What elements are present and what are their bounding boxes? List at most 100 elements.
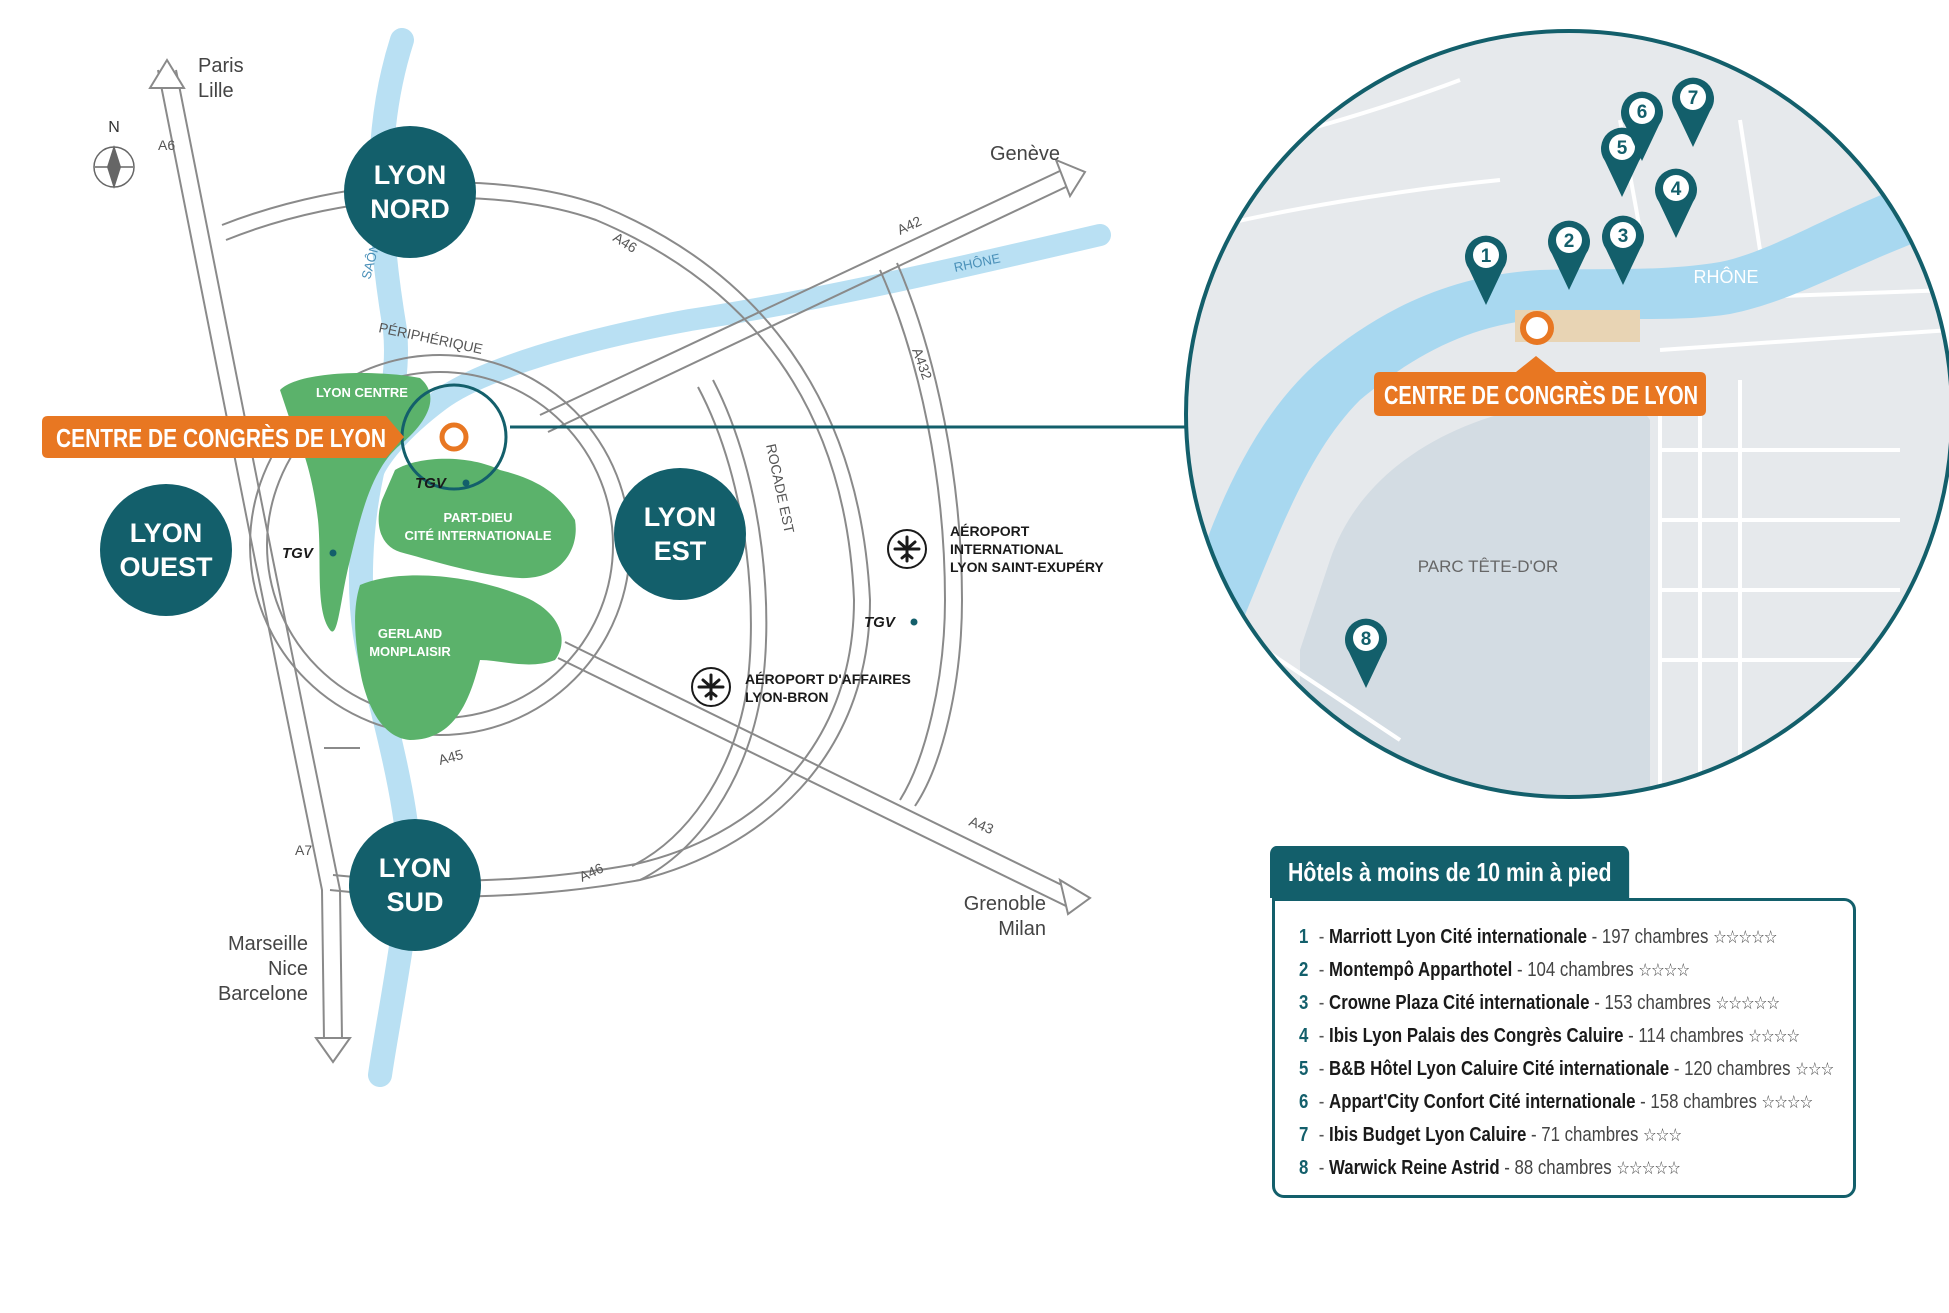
tgv-logos: TGV TGV TGV <box>282 475 918 631</box>
lille-label: Lille <box>198 80 234 102</box>
svg-text:AÉROPORT: AÉROPORT <box>950 523 1030 539</box>
hotel-separator: - <box>1314 992 1330 1014</box>
hotels-list: 1 - Marriott Lyon Cité internationale - … <box>1272 898 1856 1198</box>
hotel-rooms: - 158 chambres <box>1640 1091 1757 1113</box>
svg-text:LYON: LYON <box>644 502 717 532</box>
hotel-number: 3 <box>1299 992 1309 1014</box>
hotel-stars: ☆☆☆☆☆ <box>1713 927 1777 947</box>
gerland-zone <box>355 575 562 740</box>
hotel-pin-5[interactable]: 5 <box>1601 127 1643 197</box>
road-a6: A6 <box>158 137 175 153</box>
svg-text:2: 2 <box>1564 231 1575 252</box>
part-dieu-label-1: PART-DIEU <box>443 510 512 525</box>
gerland-label-2: MONPLAISIR <box>369 644 451 659</box>
svg-text:1: 1 <box>1481 246 1492 267</box>
hotel-name: Marriott Lyon Cité internationale <box>1329 926 1587 948</box>
district-lyon-sud: LYON SUD <box>349 819 481 951</box>
hotel-pin-1[interactable]: 1 <box>1465 235 1507 305</box>
hotel-separator: - <box>1314 1091 1330 1113</box>
district-lyon-ouest: LYON OUEST <box>100 484 232 616</box>
road-a42: A42 <box>895 213 925 238</box>
hotel-pin-3[interactable]: 3 <box>1602 215 1644 285</box>
paris-label: Paris <box>198 55 244 77</box>
svg-text:LYON-BRON: LYON-BRON <box>745 689 829 705</box>
hotel-rooms: - 104 chambres <box>1516 959 1634 981</box>
zoom-rhone-label: RHÔNE <box>1693 266 1758 287</box>
hotels-title: Hôtels à moins de 10 min à pied <box>1270 846 1630 898</box>
hotel-number: 5 <box>1299 1058 1309 1080</box>
svg-text:TGV: TGV <box>415 475 448 492</box>
grenoble-label: Grenoble <box>964 893 1046 915</box>
road-a46-south: A46 <box>577 860 607 885</box>
hotel-list-item: 8 - Warwick Reine Astrid - 88 chambres ☆… <box>1299 1152 1853 1185</box>
hotel-number: 4 <box>1299 1025 1309 1047</box>
hotel-list-item: 6 - Appart'City Confort Cité internation… <box>1299 1086 1853 1119</box>
hotel-rooms: - 71 chambres <box>1530 1124 1639 1146</box>
hotel-list-item: 1 - Marriott Lyon Cité internationale - … <box>1299 921 1853 954</box>
hotel-rooms: - 153 chambres <box>1594 992 1711 1014</box>
road-a46-north: A46 <box>610 229 640 256</box>
svg-text:LYON: LYON <box>374 160 447 190</box>
road-a45: A45 <box>437 746 465 768</box>
svg-text:LYON: LYON <box>130 518 203 548</box>
svg-text:LYON SAINT-EXUPÉRY: LYON SAINT-EXUPÉRY <box>950 559 1104 575</box>
hotel-name: Ibis Lyon Palais des Congrès Caluire <box>1329 1025 1624 1047</box>
hotel-name: B&B Hôtel Lyon Caluire Cité internationa… <box>1329 1058 1670 1080</box>
hotel-list-item: 2 - Montempô Apparthotel - 104 chambres … <box>1299 954 1853 987</box>
compass-icon: N <box>93 119 135 189</box>
geneve-label: Genève <box>990 143 1060 165</box>
hotel-pin-6[interactable]: 6 <box>1621 91 1663 161</box>
compass-north-label: N <box>108 119 120 136</box>
airport-bron: AÉROPORT D'AFFAIRES LYON-BRON <box>691 667 911 707</box>
nice-label: Nice <box>268 958 308 980</box>
svg-text:EST: EST <box>654 536 707 566</box>
hotel-pin-7[interactable]: 7 <box>1672 77 1714 147</box>
hotel-stars: ☆☆☆ <box>1795 1059 1834 1079</box>
hotel-rooms: - 114 chambres <box>1628 1025 1744 1047</box>
zoom-map: RHÔNE PARC TÊTE-D'OR CENTRE DE CONGRÈS D… <box>1184 29 1949 799</box>
airplane-icon <box>697 673 725 701</box>
district-lyon-nord: LYON NORD <box>344 126 476 258</box>
direction-labels: Paris Lille Genève Grenoble Milan Marsei… <box>198 55 1060 1005</box>
svg-text:AÉROPORT D'AFFAIRES: AÉROPORT D'AFFAIRES <box>745 671 911 687</box>
road-a43: A43 <box>967 813 996 837</box>
hotel-stars: ☆☆☆☆ <box>1761 1092 1814 1112</box>
hotel-separator: - <box>1314 1124 1330 1146</box>
part-dieu-label-2: CITÉ INTERNATIONALE <box>404 528 551 543</box>
hotel-pin-8[interactable]: 8 <box>1345 618 1387 688</box>
barcelone-label: Barcelone <box>218 983 308 1005</box>
svg-text:7: 7 <box>1688 88 1699 109</box>
congress-callout: CENTRE DE CONGRÈS DE LYON <box>42 416 404 458</box>
hotel-number: 1 <box>1299 926 1309 948</box>
svg-text:TGV: TGV <box>864 614 897 631</box>
hotel-separator: - <box>1314 1058 1330 1080</box>
hotel-pin-4[interactable]: 4 <box>1655 168 1697 238</box>
hotel-number: 2 <box>1299 959 1309 981</box>
hotel-name: Warwick Reine Astrid <box>1329 1157 1500 1179</box>
tgv-logo-part-dieu: TGV <box>415 475 470 492</box>
hotel-rooms: - 197 chambres <box>1591 926 1709 948</box>
park-area <box>1300 401 1650 797</box>
hotel-number: 8 <box>1299 1157 1309 1179</box>
svg-text:5: 5 <box>1617 138 1628 159</box>
airport-saint-exupery: AÉROPORT INTERNATIONAL LYON SAINT-EXUPÉR… <box>887 523 1104 575</box>
hotel-pin-2[interactable]: 2 <box>1548 220 1590 290</box>
svg-text:3: 3 <box>1618 226 1629 247</box>
hotel-separator: - <box>1314 959 1330 981</box>
congress-marker <box>439 422 469 452</box>
hotel-separator: - <box>1314 1157 1330 1179</box>
hotel-separator: - <box>1314 1025 1330 1047</box>
district-lyon-est: LYON EST <box>614 468 746 600</box>
hotel-name: Ibis Budget Lyon Caluire <box>1329 1124 1527 1146</box>
svg-text:OUEST: OUEST <box>119 552 213 582</box>
hotel-rooms: - 88 chambres <box>1504 1157 1612 1179</box>
zoom-congress-label: CENTRE DE CONGRÈS DE LYON <box>1384 380 1698 410</box>
svg-text:LYON: LYON <box>379 853 452 883</box>
zoom-park-label: PARC TÊTE-D'OR <box>1418 557 1559 576</box>
hotel-name: Montempô Apparthotel <box>1329 959 1513 981</box>
zoom-rhone-river <box>1186 170 1949 650</box>
svg-text:NORD: NORD <box>370 194 450 224</box>
hotel-number: 7 <box>1299 1124 1309 1146</box>
congress-label: CENTRE DE CONGRÈS DE LYON <box>56 423 386 453</box>
